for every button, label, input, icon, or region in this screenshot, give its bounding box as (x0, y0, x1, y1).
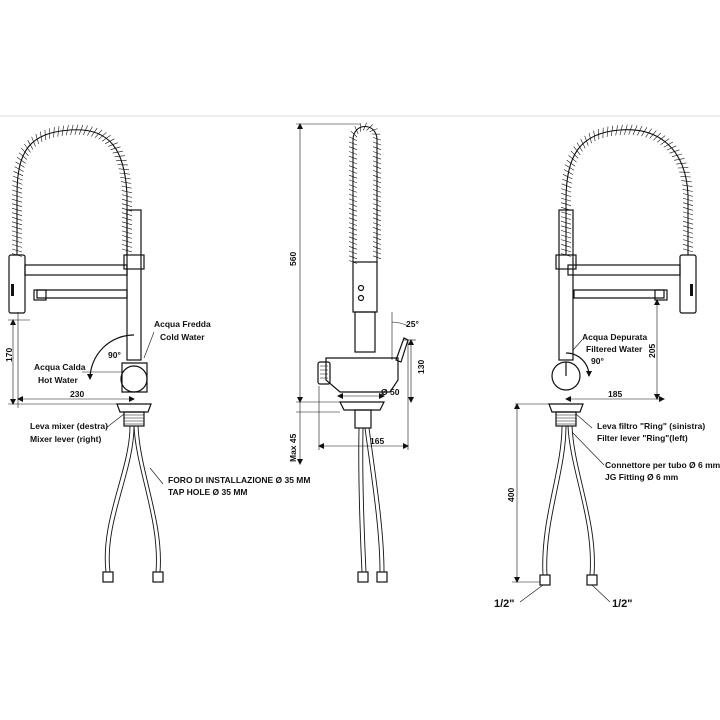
right-hose-b (567, 425, 591, 576)
left-lever-label-en: Mixer lever (right) (30, 434, 101, 444)
side-height-label: 560 (288, 252, 298, 266)
right-spring-coil (565, 129, 689, 255)
side-spray-head (352, 261, 378, 313)
left-lever-label-it: Leva mixer (destra) (30, 421, 108, 431)
left-spray-button (11, 284, 14, 296)
left-hose-fitting-a (102, 571, 114, 583)
right-hose-a-inner (546, 425, 567, 576)
side-depth-label: 165 (370, 436, 384, 446)
right-reach-label: 185 (608, 389, 622, 399)
right-base-plate (548, 403, 584, 413)
side-hose-fitting-b (376, 571, 388, 583)
side-knob-grip (320, 365, 328, 379)
right-body-column (558, 209, 574, 361)
right-thread-leader-a (519, 584, 544, 603)
side-body-column (354, 311, 376, 353)
right-coil-hatch (560, 124, 694, 257)
left-holder-arm (24, 264, 128, 276)
left-cold-label-it: Acqua Fredda (154, 319, 211, 329)
right-hose-fitting-a (539, 574, 551, 586)
left-coil-hatch (11, 124, 133, 257)
filter-tap-front-view: 90° 205 185 400 Acqua Depurata Filtered … (494, 124, 720, 610)
left-base-plate (116, 403, 152, 413)
left-hot-label-en: Hot Water (38, 375, 79, 385)
side-hose-a-inner (362, 427, 367, 573)
side-hose-a (358, 427, 363, 573)
left-hot-label-it: Acqua Calda (34, 362, 86, 372)
right-angle-label: 90° (591, 356, 604, 366)
hole-label-en: TAP HOLE Ø 35 MM (168, 487, 248, 497)
left-hose-a-inner (108, 425, 135, 573)
left-hose-fitting-b (152, 571, 164, 583)
right-height-label: 205 (647, 344, 657, 358)
left-hose-b-inner (137, 425, 161, 573)
right-lever-arc (565, 352, 592, 377)
right-lower-spout (573, 289, 665, 299)
left-spout-tip (33, 289, 47, 301)
right-fitting-leader (571, 431, 605, 466)
left-lever-arc (87, 334, 135, 380)
right-hose-a (542, 425, 563, 576)
left-spray-head (8, 254, 26, 314)
mixer-tap-front-view: 90° 170 230 Acqua Fredda Cold Water Acqu… (4, 124, 310, 583)
right-filtered-label-en: Filtered Water (586, 344, 643, 354)
left-spring-coil (16, 129, 128, 255)
left-lower-spout (36, 289, 128, 299)
thread-label-left: 1/2" (494, 598, 515, 610)
thread-label-right: 1/2" (612, 598, 633, 610)
left-height-label: 170 (4, 348, 14, 362)
side-angle-label: 25° (406, 319, 419, 329)
side-hose-fitting-a (357, 571, 369, 583)
side-low-height-label: 130 (416, 360, 426, 374)
left-angle-label: 90° (108, 350, 121, 360)
right-filtered-label-it: Acqua Depurata (582, 332, 647, 342)
right-lever-label-en: Filter lever "Ring"(left) (597, 433, 688, 443)
right-filtered-leader (572, 339, 583, 351)
right-hose-b-inner (571, 425, 595, 576)
left-hole-leader (149, 467, 164, 485)
left-hose-b (133, 425, 157, 573)
side-angle-arc (391, 321, 409, 327)
side-button-top (357, 284, 365, 292)
left-body-collar (123, 254, 145, 270)
left-body-column (126, 209, 142, 361)
side-hose-b (364, 427, 381, 573)
hole-label-it: FORO DI INSTALLAZIONE Ø 35 MM (168, 475, 310, 485)
side-max-label: Max 45 (288, 433, 298, 462)
side-dia-label: Ø 50 (381, 387, 400, 397)
right-body-collar (555, 254, 577, 270)
right-lever-leader (575, 413, 593, 429)
right-hose-label: 400 (506, 488, 516, 502)
side-hose-b-inner (368, 427, 385, 573)
right-spray-button (690, 284, 693, 296)
left-reach-label: 230 (70, 389, 84, 399)
left-lever-disc (120, 365, 148, 393)
side-base-plate (339, 401, 385, 411)
side-base-shank (354, 409, 372, 429)
mixer-tap-side-view: 560 Max 45 25° 130 Ø 50 165 (288, 122, 426, 583)
fitting-label-it: Connettore per tubo Ø 6 mm (605, 460, 720, 470)
side-coil-hatch (348, 122, 382, 264)
side-left-knob (317, 361, 331, 385)
fitting-label-en: JG Fitting Ø 6 mm (605, 472, 679, 482)
left-cold-leader (143, 331, 155, 359)
left-hose-a (104, 425, 131, 573)
left-cold-label-en: Cold Water (160, 332, 205, 342)
right-hose-fitting-b (586, 574, 598, 586)
right-shank-thread (556, 414, 576, 425)
side-button-bottom (357, 294, 365, 302)
right-spray-head (679, 254, 697, 314)
right-spout-tip (654, 289, 668, 301)
side-body-housing (325, 357, 399, 393)
left-lever-leader (105, 413, 125, 429)
right-lever-label-it: Leva filtro "Ring" (sinistra) (597, 421, 705, 431)
right-holder-arm (567, 264, 681, 276)
right-thread-leader-b (591, 584, 611, 603)
left-shank-thread (124, 414, 144, 425)
